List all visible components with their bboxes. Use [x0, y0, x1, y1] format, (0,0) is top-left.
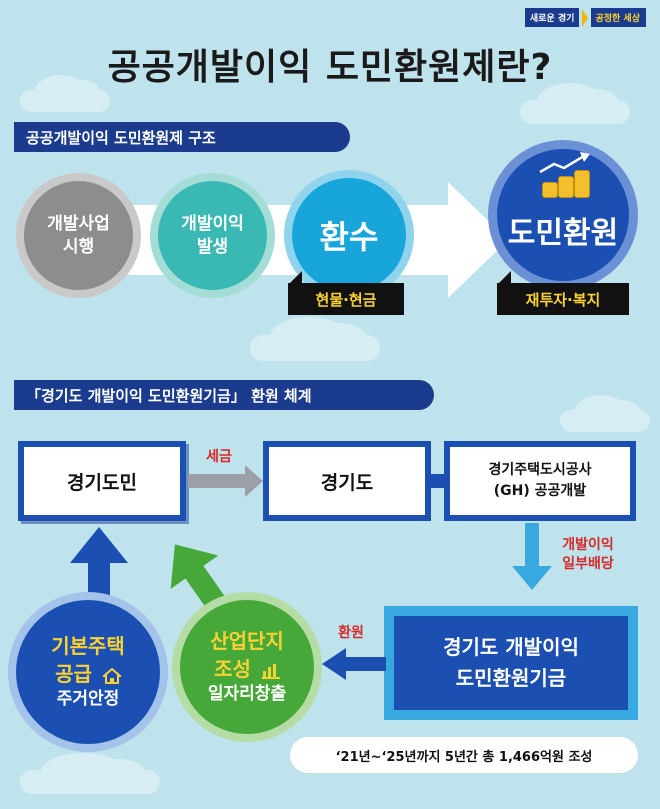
tag-notch — [499, 271, 511, 283]
fund-line2: 도민환원기금 — [455, 666, 567, 690]
step-development-project: 개발사업 시행 — [16, 173, 141, 298]
coins-growth-icon — [538, 152, 594, 200]
section-structure-label: 공공개발이익 도민환원제 구조 — [26, 128, 216, 147]
slogan-left: 새로운 경기 — [524, 8, 580, 27]
tax-arrow-body — [188, 474, 246, 488]
chevron-right-icon — [582, 8, 589, 27]
section-system-label: 「경기도 개발이익 도민환원기금」 환원 체계 — [26, 386, 312, 405]
tag2-label: 재투자·복지 — [525, 290, 601, 309]
industry-line1: 산업단지 — [210, 629, 284, 654]
box-return-fund: 경기도 개발이익 도민환원기금 — [384, 606, 638, 720]
industry-line3: 일자리창출 — [207, 684, 287, 705]
step4-label: 도민환원 — [507, 216, 619, 251]
tag-in-kind-cash: 현물·현금 — [288, 283, 404, 315]
page-title: 공공개발이익 도민환원제란? — [107, 47, 553, 88]
housing-line2-wrap: 공급 — [55, 660, 123, 688]
gh-line1: 경기주택도시공사 — [488, 462, 592, 478]
circle-industrial-complex: 산업단지 조성 일자리창출 — [172, 592, 322, 742]
gh-connector — [431, 474, 445, 488]
cloud — [250, 316, 380, 361]
trend-arrow-icon — [539, 152, 590, 174]
step-profit-occurs: 개발이익 발생 — [150, 173, 275, 298]
section-system-title: 「경기도 개발이익 도민환원기금」 환원 체계 — [14, 380, 434, 410]
housing-line2: 공급 — [55, 662, 92, 687]
return-arrow-body — [346, 657, 386, 671]
box-gyeonggi-residents: 경기도민 — [18, 441, 186, 521]
step3-label: 환수 — [319, 218, 379, 256]
circle-basic-housing: 기본주택 공급 주거안정 — [8, 592, 168, 752]
tax-label: 세금 — [206, 449, 232, 465]
dividend-line1: 개발이익 — [562, 537, 614, 553]
province-label: 경기도 — [320, 471, 374, 494]
dividend-arrow-body — [525, 523, 539, 567]
housing-arrow-head — [70, 527, 128, 563]
housing-line3: 주거안정 — [56, 689, 120, 710]
step1-line1: 개발사업 — [47, 213, 110, 234]
fund-line1: 경기도 개발이익 — [443, 635, 579, 659]
industry-line2: 조성 — [214, 657, 251, 682]
gh-line2: (GH) 공공개발 — [493, 483, 587, 499]
dividend-line2: 일부배당 — [562, 555, 614, 572]
dividend-label: 개발이익 일부배당 — [548, 536, 628, 574]
house-icon — [101, 667, 123, 684]
factory-icon — [261, 663, 280, 679]
fund-total-note: ‘21년~‘25년까지 5년간 총 1,466억원 조성 — [290, 737, 638, 773]
section-structure-title: 공공개발이익 도민환원제 구조 — [14, 122, 350, 152]
housing-line1: 기본주택 — [51, 634, 125, 659]
step-recovery: 환수 — [284, 170, 414, 300]
tax-arrow-head — [245, 465, 263, 497]
return-arrow-head — [322, 648, 346, 680]
step1-line2: 시행 — [62, 236, 95, 257]
slogan-badge: 새로운 경기 공정한 세상 — [524, 8, 646, 27]
cloud — [520, 83, 630, 124]
slogan-right: 공정한 세상 — [591, 8, 646, 27]
box-gh-public-development: 경기주택도시공사 (GH) 공공개발 — [444, 441, 636, 521]
footnote-text: ‘21년~‘25년까지 5년간 총 1,466억원 조성 — [335, 749, 593, 765]
industry-line2-wrap: 조성 — [214, 655, 280, 683]
citizen-label: 경기도민 — [67, 471, 137, 494]
box-gyeonggi-province: 경기도 — [263, 441, 431, 521]
dividend-arrow-head — [512, 566, 552, 590]
tag1-label: 현물·현금 — [315, 290, 377, 309]
cloud — [560, 394, 650, 432]
return-label: 환원 — [338, 625, 364, 641]
cloud — [20, 753, 160, 794]
step2-line2: 발생 — [196, 236, 229, 257]
step2-line1: 개발이익 — [181, 213, 244, 234]
cloud — [20, 74, 110, 112]
tag-reinvest-welfare: 재투자·복지 — [497, 283, 629, 315]
tag-notch — [290, 271, 302, 283]
